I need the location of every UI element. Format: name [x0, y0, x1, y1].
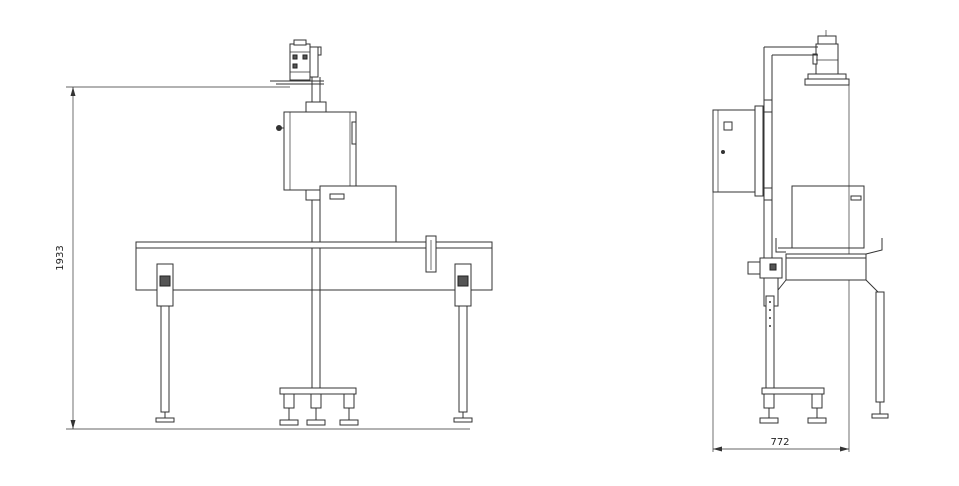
top-motor-unit: [270, 39, 324, 85]
front-column-base: [279, 289, 359, 426]
side-top-motor: [804, 30, 850, 86]
height-dimension: 1933: [55, 86, 470, 430]
width-dimension: 772: [713, 437, 849, 452]
side-control-box: [712, 105, 764, 197]
side-lower-column: [763, 277, 779, 395]
side-conveyor: [775, 238, 883, 293]
front-left-leg: [155, 263, 175, 423]
height-dimension-label: 1933: [55, 245, 66, 270]
side-view: 772: [712, 30, 889, 452]
side-right-leg: [871, 291, 889, 419]
front-conveyor: [135, 235, 493, 291]
side-base: [759, 387, 827, 424]
side-arm: [763, 46, 818, 56]
side-bracket: [747, 257, 783, 279]
side-guard: [319, 185, 397, 243]
width-dimension-label: 772: [770, 437, 789, 448]
control-box: [276, 101, 357, 201]
front-right-leg: [453, 263, 473, 423]
front-view: 1933: [55, 39, 493, 430]
side-guard: [791, 185, 865, 249]
